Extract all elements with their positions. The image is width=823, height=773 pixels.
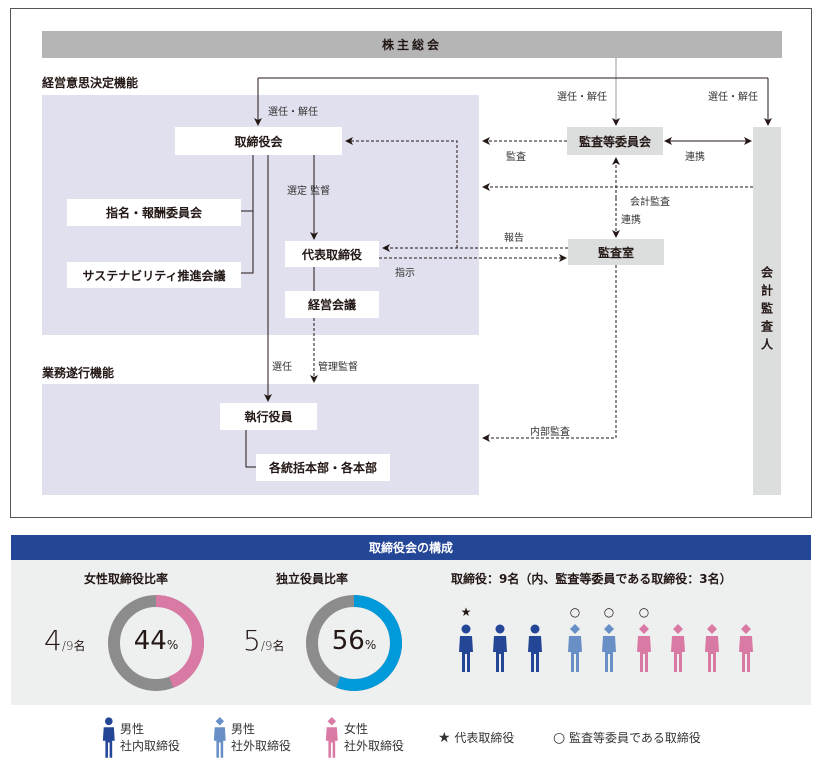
circle-icon: ○ [569, 605, 581, 619]
female-outside-director-icon [671, 624, 685, 672]
sustainability-council-label: サステナビリティ推進会議 [82, 268, 226, 283]
female-outside-director-icon [705, 624, 719, 672]
management-meeting-label: 経営会議 [307, 298, 356, 312]
independent-ratio-title: 独立役員比率 [276, 572, 349, 586]
female-ratio-donut [108, 595, 204, 691]
accounting-auditor-label: 会計監査人 [759, 266, 774, 356]
independent-ratio-donut [306, 595, 402, 691]
female-outside-director-icon [637, 624, 651, 672]
donut-value-arc [108, 595, 204, 691]
representative-director-label: 代表取締役 [301, 247, 362, 262]
legend-text: 社内取締役 [120, 739, 181, 753]
legend-representative: ★ 代表取締役 [438, 730, 514, 747]
legend-male-outside: 男性社外取締役 [231, 721, 291, 755]
executive-officers-label: 執行役員 [244, 410, 293, 424]
label-audit: 監査 [506, 152, 526, 163]
audit-office-box: 監査室 [568, 239, 664, 265]
female-percent-value: 44 [133, 626, 167, 656]
section-management-label: 経営意思決定機能 [42, 76, 139, 90]
label-elect-dismiss: 選任・解任 [557, 92, 607, 103]
legend-text: 社外取締役 [231, 739, 292, 753]
executive-officers-box: 執行役員 [220, 403, 317, 430]
label-elect: 選任 [272, 362, 292, 373]
audit-committee-label: 監査等委員会 [578, 134, 651, 149]
label-cooperation: 連携 [685, 152, 705, 163]
board-box: 取締役会 [175, 127, 342, 155]
independent-total: /9名 [260, 639, 285, 653]
female-total: /9名 [61, 639, 86, 653]
diagram-connectors [241, 58, 772, 468]
female-ratio-fraction: 4/9名 [44, 624, 86, 657]
star-icon: ★ [460, 605, 472, 619]
female-outside-director-icon [325, 717, 338, 758]
circle-icon: ○ [603, 605, 615, 619]
percent-unit: % [364, 638, 377, 652]
independent-count: 5 [243, 624, 261, 657]
label-cooperation: 連携 [621, 215, 641, 226]
label-elect-dismiss: 選任・解任 [268, 107, 318, 118]
male-internal-director-icon [528, 624, 542, 672]
management-meeting-box: 経営会議 [285, 291, 379, 318]
legend-text: 代表取締役 [454, 731, 515, 745]
audit-office-label: 監査室 [597, 245, 634, 260]
composition-header: 取締役会の構成 [11, 535, 811, 560]
divisions-label: 各統括本部・各本部 [268, 461, 377, 475]
label-manage-supervise: 管理監督 [318, 362, 358, 373]
nomination-committee-box: 指名・報酬委員会 [67, 199, 241, 226]
independent-ratio-percent: 56% [319, 626, 389, 656]
male-internal-director-icon [493, 624, 507, 672]
legend-text: 監査等委員である取締役 [569, 731, 701, 745]
section-execution-label: 業務遂行機能 [42, 366, 115, 380]
donut-value-arc [306, 595, 402, 691]
legend-text: 男性 [231, 722, 256, 736]
female-outside-director-icon [739, 624, 753, 672]
legend-audit-member: ○ 監査等委員である取締役 [553, 730, 701, 747]
label-accounting-audit: 会計監査 [630, 197, 670, 208]
governance-diagram-frame [10, 8, 812, 518]
label-internal-audit: 内部監査 [530, 427, 570, 438]
legend-text: 男性 [120, 722, 145, 736]
nomination-committee-label: 指名・報酬委員会 [105, 206, 202, 220]
representative-director-box: 代表取締役 [285, 241, 379, 267]
accounting-auditor-box: 会計監査人 [753, 127, 781, 495]
independent-percent-value: 56 [331, 626, 365, 656]
composition-title: 取締役会の構成 [368, 541, 453, 555]
female-ratio-title: 女性取締役比率 [84, 572, 169, 586]
independent-ratio-fraction: 5/9名 [243, 624, 285, 657]
male-outside-director-icon [602, 624, 616, 672]
directors-title: 取締役：9名（内、監査等委員である取締役：3名） [451, 572, 732, 586]
circle-icon: ○ [553, 730, 566, 746]
divisions-box: 各統括本部・各本部 [256, 454, 390, 481]
label-elect-dismiss: 選任・解任 [708, 92, 758, 103]
female-count: 4 [44, 624, 62, 657]
label-instruct: 指示 [395, 268, 415, 279]
circle-icon: ○ [638, 605, 650, 619]
male-outside-director-icon [213, 717, 226, 758]
shareholders-meeting-box: 株主総会 [42, 31, 782, 58]
legend-text: 女性 [344, 722, 369, 736]
label-select-supervise: 選定 監督 [287, 186, 331, 197]
legend-male-internal: 男性社内取締役 [120, 721, 180, 755]
male-internal-director-icon [459, 624, 473, 672]
male-internal-director-icon [102, 717, 115, 758]
audit-committee-box: 監査等委員会 [567, 127, 663, 155]
label-report: 報告 [504, 233, 524, 244]
male-outside-director-icon [568, 624, 582, 672]
sustainability-council-box: サステナビリティ推進会議 [67, 262, 241, 288]
percent-unit: % [166, 638, 179, 652]
shareholders-label: 株主総会 [381, 38, 442, 52]
star-icon: ★ [438, 730, 451, 746]
legend-text: 社外取締役 [344, 739, 405, 753]
female-ratio-percent: 44% [121, 626, 191, 656]
board-label: 取締役会 [234, 134, 283, 149]
legend-female-outside: 女性社外取締役 [344, 721, 404, 755]
